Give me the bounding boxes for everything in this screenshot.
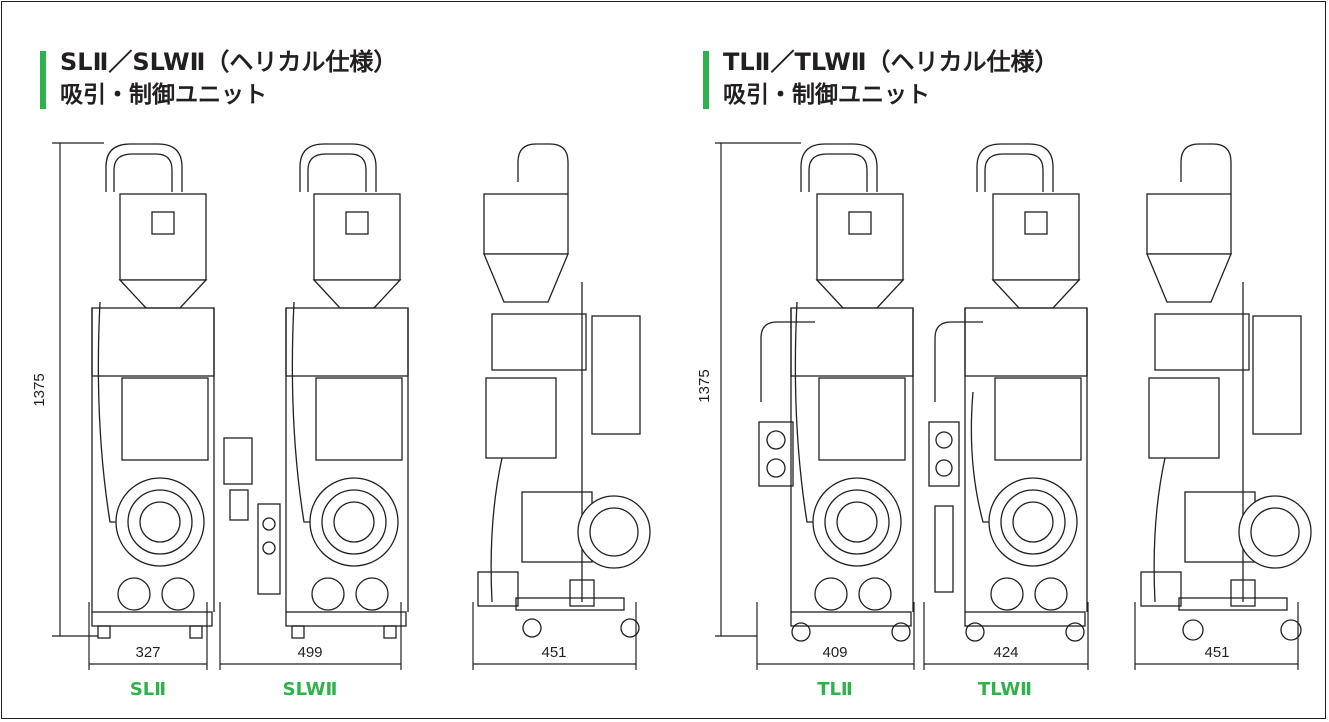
model-label-tl: TLⅡ [817,679,853,700]
heading-title: TLⅡ／TLWⅡ（ヘリカル仕様） [723,48,1059,76]
unit-front-view-w [223,143,409,639]
drawing-set-tl: 1375 409 424 451 [696,142,1312,670]
unit-side-view [477,143,651,638]
width-label-front: 409 [822,644,847,661]
panel-tl: TLⅡ／TLWⅡ（ヘリカル仕様） 吸引・制御ユニット 1375 409 424 [665,2,1325,718]
panel-heading: TLⅡ／TLWⅡ（ヘリカル仕様） 吸引・制御ユニット [703,46,1059,112]
height-dimension-label: 1375 [31,373,48,406]
model-label-tlw: TLWⅡ [977,679,1033,700]
heading-title: SLⅡ／SLWⅡ（ヘリカル仕様） [60,48,398,76]
width-label-side: 451 [541,644,566,661]
panel-sl: SLⅡ／SLWⅡ（ヘリカル仕様） 吸引・制御ユニット 1375 [2,2,662,718]
width-label-side: 451 [1204,644,1229,661]
unit-front-view-w [928,143,1088,642]
unit-front-view [758,143,914,642]
model-label-sl: SLⅡ [129,679,167,700]
height-dimension-label: 1375 [696,369,713,402]
model-label-slw: SLWⅡ [282,679,338,700]
heading-subtitle: 吸引・制御ユニット [60,82,267,108]
heading-subtitle: 吸引・制御ユニット [723,82,930,108]
width-label-front-w: 424 [993,644,1018,661]
width-label-front-w: 499 [297,644,322,661]
unit-side-view [1140,143,1312,641]
width-label-front: 327 [135,644,160,661]
heading-accent-bar [40,51,46,109]
heading-accent-bar [703,51,709,109]
unit-front-view [91,143,215,639]
drawing-set-sl: 1375 327 499 451 [31,142,651,670]
panel-heading: SLⅡ／SLWⅡ（ヘリカル仕様） 吸引・制御ユニット [40,46,397,112]
